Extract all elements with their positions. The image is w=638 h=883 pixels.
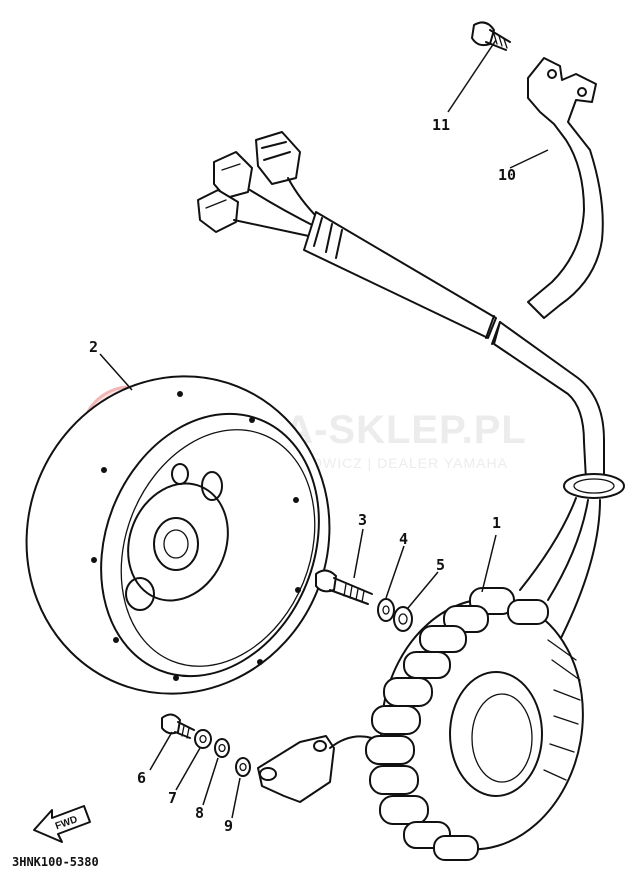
part-8-washer	[214, 738, 230, 758]
label-part-3: 3	[358, 511, 367, 529]
label-part-10: 10	[498, 166, 516, 184]
label-part-9: 9	[224, 817, 233, 835]
label-part-7: 7	[168, 789, 177, 807]
label-part-6: 6	[137, 769, 146, 787]
leader-lines	[99, 39, 549, 819]
label-part-4: 4	[399, 530, 408, 548]
part-4-lock-washer	[377, 598, 395, 622]
fwd-arrow: FWD	[33, 805, 91, 843]
part-6-screw	[161, 713, 195, 739]
part-2-rotor	[25, 375, 331, 695]
label-part-1: 1	[492, 514, 501, 532]
label-part-2: 2	[89, 338, 98, 356]
part-3-bolt	[315, 569, 373, 605]
part-labels: 11 10 2 1 3 4 5 6 7 8 9	[89, 116, 516, 835]
part-10-bracket	[527, 57, 604, 319]
part-5-plain-washer	[393, 606, 413, 632]
part-1-stator	[257, 587, 584, 861]
part-9-washer	[235, 757, 251, 777]
label-part-11: 11	[432, 116, 450, 134]
label-part-5: 5	[436, 556, 445, 574]
wire-harness	[197, 131, 625, 641]
part-11-screw	[471, 21, 511, 51]
part-7-washer	[194, 729, 212, 749]
drawing-number: 3HNK100-5380	[12, 855, 99, 869]
label-part-8: 8	[195, 804, 204, 822]
